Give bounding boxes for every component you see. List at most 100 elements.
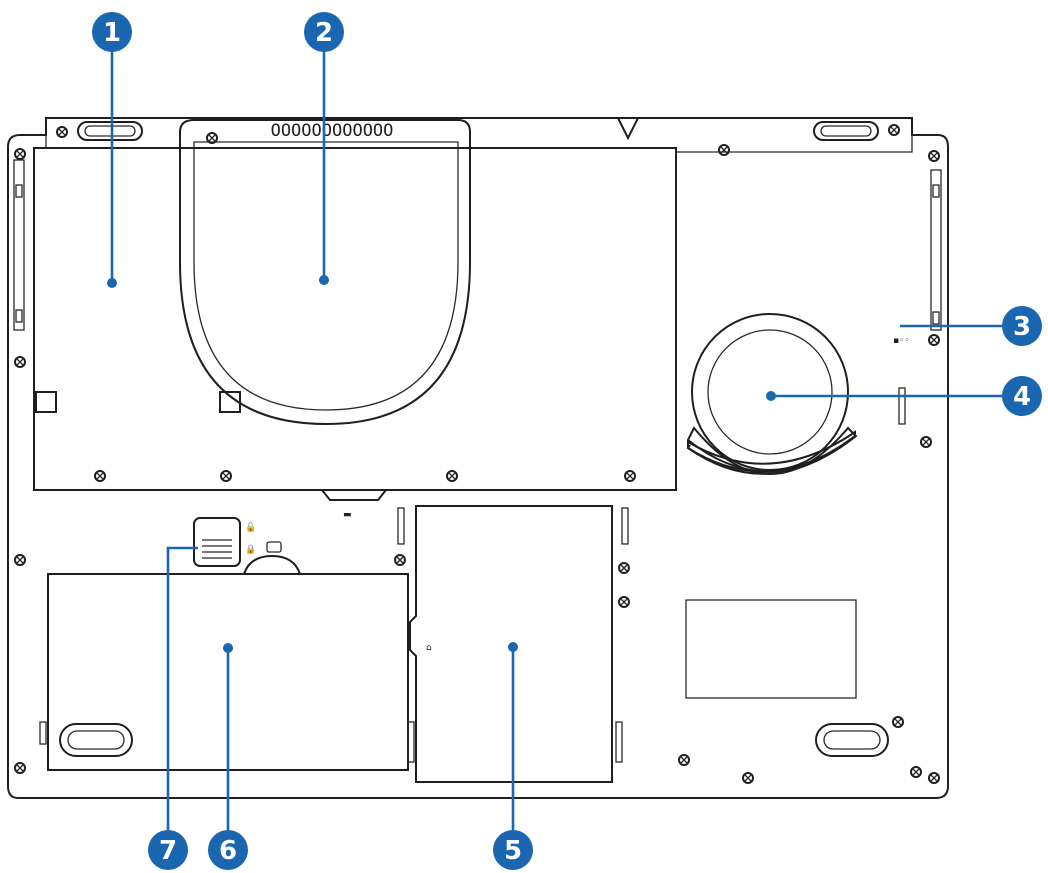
screw-cross bbox=[626, 472, 634, 480]
right-rail bbox=[930, 169, 942, 331]
hdd-side-slot-right bbox=[621, 507, 629, 545]
battery-lock: 🔓 🔒 bbox=[193, 517, 282, 567]
screw bbox=[446, 470, 458, 482]
screw-cross bbox=[208, 134, 216, 142]
callout-badge-5: 5 bbox=[493, 830, 533, 870]
upper-compartment-cover bbox=[33, 147, 677, 491]
screw-cross bbox=[680, 756, 688, 764]
callout-badge-7: 7 bbox=[148, 830, 188, 870]
screw bbox=[678, 754, 690, 766]
callout-number-7: 7 bbox=[159, 836, 177, 866]
foot-bottom-left bbox=[59, 723, 133, 757]
callout-badge-1: 1 bbox=[92, 12, 132, 52]
screw-cross bbox=[620, 564, 628, 572]
hdd-side-slot-left bbox=[397, 507, 405, 545]
cover-clip-mid bbox=[219, 391, 241, 413]
fan-speaker bbox=[686, 313, 858, 475]
foot-bottom-right bbox=[815, 723, 889, 757]
callout-badge-6: 6 bbox=[208, 830, 248, 870]
screw bbox=[14, 148, 26, 160]
screw-cross bbox=[930, 336, 938, 344]
foot-top-left bbox=[77, 121, 143, 141]
screw bbox=[94, 470, 106, 482]
screw-cross bbox=[894, 718, 902, 726]
screw bbox=[624, 470, 636, 482]
cover-tab bbox=[321, 489, 387, 501]
screw bbox=[220, 470, 232, 482]
screw-cross bbox=[396, 556, 404, 564]
battery-notch bbox=[243, 554, 301, 575]
screw-cross bbox=[930, 774, 938, 782]
screw bbox=[618, 562, 630, 574]
screw-cross bbox=[448, 472, 456, 480]
screw-cross bbox=[96, 472, 104, 480]
lock-icon: 🔒 bbox=[245, 544, 256, 555]
hdd-side-clip bbox=[615, 721, 623, 763]
screw bbox=[14, 762, 26, 774]
screw-cross bbox=[912, 768, 920, 776]
battery-side-clip-right bbox=[407, 721, 415, 763]
side-slot bbox=[898, 387, 906, 425]
screw bbox=[718, 144, 730, 156]
screw bbox=[14, 356, 26, 368]
target-dot-4 bbox=[766, 391, 776, 401]
callout-badge-3: 3 bbox=[1002, 306, 1042, 346]
callout-number-1: 1 bbox=[103, 18, 121, 48]
battery-lock-switch bbox=[193, 517, 241, 567]
callout-number-4: 4 bbox=[1013, 382, 1031, 412]
screw bbox=[928, 334, 940, 346]
large-round-cover bbox=[179, 119, 471, 426]
screw-cross bbox=[720, 146, 728, 154]
screw-cross bbox=[222, 472, 230, 480]
screw bbox=[892, 716, 904, 728]
screw bbox=[394, 554, 406, 566]
foot-top-right bbox=[813, 121, 879, 141]
target-dot-2 bbox=[319, 275, 329, 285]
screw-cross bbox=[922, 438, 930, 446]
right-rail-notch-2 bbox=[932, 311, 940, 325]
screw bbox=[910, 766, 922, 778]
screw bbox=[928, 150, 940, 162]
callout-number-2: 2 bbox=[315, 18, 333, 48]
top-notch bbox=[617, 117, 639, 141]
target-dot-1 bbox=[107, 278, 117, 288]
hdd-cover bbox=[409, 505, 613, 783]
screw-cross bbox=[16, 764, 24, 772]
target-dot-5 bbox=[508, 642, 518, 652]
vent-holes: OOOOOOOOOOOO bbox=[271, 121, 394, 141]
large-round-cover-inner bbox=[193, 141, 459, 411]
fan-inner-ring bbox=[707, 329, 833, 455]
hinge-strip bbox=[45, 135, 913, 153]
callout-number-5: 5 bbox=[504, 836, 522, 866]
screw-cross bbox=[930, 152, 938, 160]
battery-side-clip bbox=[39, 721, 47, 745]
reset-mark: ▪◦◦ bbox=[893, 336, 910, 346]
screw bbox=[920, 436, 932, 448]
screws bbox=[14, 124, 940, 784]
screw-cross bbox=[620, 598, 628, 606]
screw bbox=[618, 596, 630, 608]
callout-number-6: 6 bbox=[219, 836, 237, 866]
label-plate bbox=[685, 599, 857, 699]
laptop-body: ▬ OOOOOOOOOOOO ▪◦◦ 🔓 🔒 bbox=[7, 117, 949, 799]
screw bbox=[928, 772, 940, 784]
callout-leaders bbox=[107, 50, 1006, 830]
hdd-icon: ⌂ bbox=[426, 643, 432, 653]
fan-outer-ring bbox=[691, 313, 849, 471]
screw-cross bbox=[16, 556, 24, 564]
screw bbox=[56, 126, 68, 138]
callout-badge-2: 2 bbox=[304, 12, 344, 52]
callout-badges: 1 2 3 4 5 6 7 bbox=[92, 12, 1042, 870]
left-rail-notch-2 bbox=[15, 309, 23, 323]
outer-casing bbox=[7, 117, 949, 799]
callout-badge-4: 4 bbox=[1002, 376, 1042, 416]
screw bbox=[742, 772, 754, 784]
left-rail bbox=[13, 159, 25, 331]
screw-cross bbox=[16, 150, 24, 158]
battery-icon bbox=[266, 541, 282, 553]
callout-number-3: 3 bbox=[1013, 312, 1031, 342]
unlock-icon: 🔓 bbox=[245, 521, 256, 533]
screw-cross bbox=[16, 358, 24, 366]
